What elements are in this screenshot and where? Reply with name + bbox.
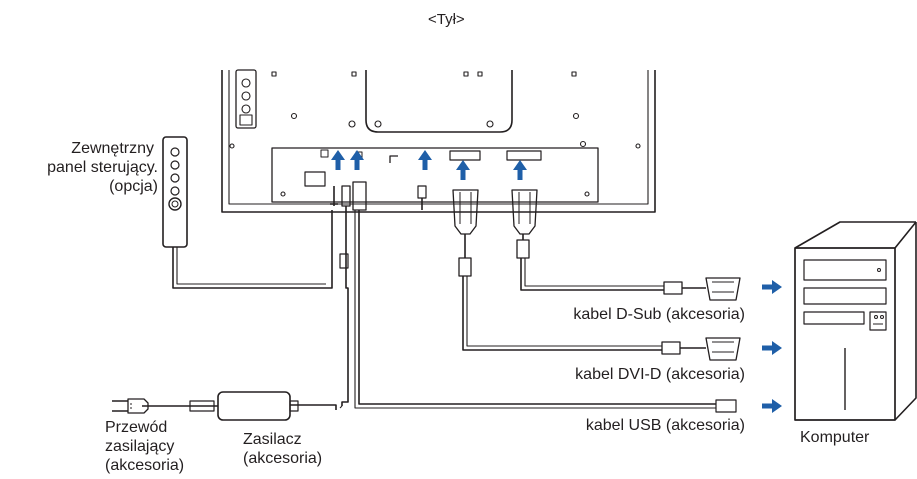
dsub-cable-label: kabel D-Sub (akcesoria) [573, 306, 745, 323]
external-panel-label-line2: panel sterujący. [47, 159, 158, 176]
monitor-rear [221, 69, 656, 213]
arrow-right-usb [762, 399, 782, 413]
adapter-label-line1: Zasilacz [243, 431, 302, 448]
arrow-up-control [331, 150, 345, 170]
adapter-label-line2: (akcesoria) [243, 450, 323, 467]
computer-drawing [794, 221, 917, 421]
external-panel-label-line3: (opcja) [109, 178, 158, 195]
arrows [331, 150, 782, 413]
power-cord-label-line2: zasilający [105, 438, 175, 455]
power-cord-label-line3: (akcesoria) [105, 457, 185, 474]
power-cord-label-line1: Przewód [105, 419, 168, 436]
computer-label: Komputer [800, 429, 870, 446]
external-panel-label-line1: Zewnętrzny [71, 140, 154, 157]
diagram-title: <Tył> [428, 11, 465, 28]
usb-cable-label: kabel USB (akcesoria) [585, 417, 745, 434]
arrow-up-dc [350, 150, 364, 170]
arrow-up-usb [418, 150, 432, 170]
power-adapter-drawing [112, 391, 343, 421]
arrow-up-dsub [513, 160, 527, 180]
arrow-right-dvi [762, 341, 782, 355]
external-control-panel [162, 136, 333, 289]
dvi-cable-label: kabel DVI-D (akcesoria) [575, 366, 745, 383]
arrow-right-dsub [762, 280, 782, 294]
arrow-up-dvi [456, 160, 470, 180]
